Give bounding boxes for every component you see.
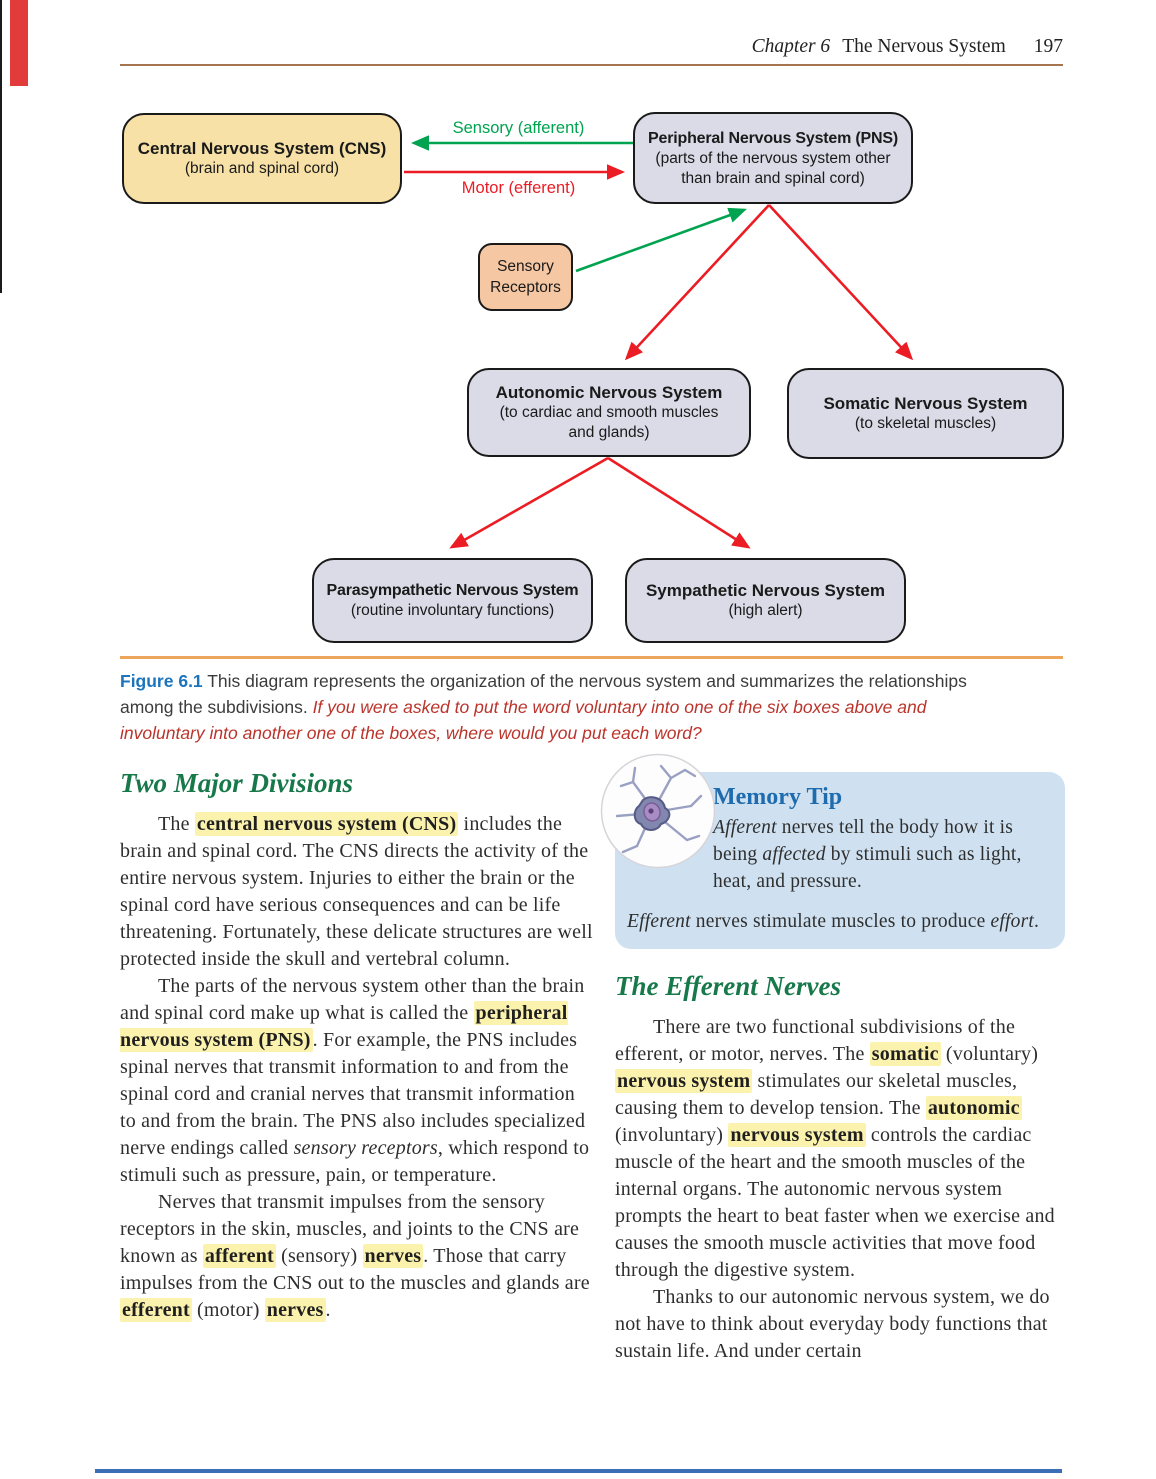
page-number: 197 — [1033, 36, 1063, 57]
scan-artifact-red-tab — [10, 0, 28, 86]
figure-caption: Figure 6.1 This diagram represents the o… — [120, 671, 967, 743]
nervous-system-diagram: Central Nervous System (CNS) (brain and … — [0, 0, 1156, 700]
right-paragraph-1: There are two functional subdivisions of… — [615, 1016, 1055, 1281]
label-sensory-afferent: Sensory (afferent) — [452, 119, 585, 137]
box-somatic-title: Somatic Nervous System — [823, 394, 1028, 413]
box-cns-title: Central Nervous System (CNS) — [137, 139, 387, 158]
memory-tip-paragraph-1: Afferent nerves tell the body how it is … — [713, 817, 1022, 892]
left-paragraph-2: The parts of the nervous system other th… — [120, 975, 590, 1186]
box-sympathetic: Sympathetic Nervous System (high alert) — [625, 558, 906, 643]
arrow-autonomic-to-sympathetic — [607, 456, 751, 549]
scan-artifact-bottom-rule — [95, 1469, 1062, 1473]
box-autonomic: Autonomic Nervous System (to cardiac and… — [467, 368, 751, 457]
box-cns: Central Nervous System (CNS) (brain and … — [122, 113, 402, 204]
chapter-label: Chapter 6 — [751, 36, 831, 57]
box-sensory-receptors-label: Sensory Receptors — [490, 258, 561, 296]
box-sympathetic-title: Sympathetic Nervous System — [645, 581, 886, 600]
memory-tip-heading: Memory Tip — [713, 784, 843, 810]
box-somatic: Somatic Nervous System (to skeletal musc… — [787, 368, 1064, 459]
header-rule — [120, 64, 1063, 66]
chapter-title: The Nervous System — [842, 36, 1006, 57]
neuron-icon — [599, 752, 717, 870]
label-motor-efferent: Motor (efferent) — [461, 179, 576, 197]
memory-tip-paragraph-2: Efferent nerves stimulate muscles to pro… — [627, 911, 1040, 932]
box-parasympathetic-title: Parasympathetic Nervous System — [326, 582, 579, 599]
arrow-autonomic-to-parasympathetic — [449, 456, 609, 549]
box-parasympathetic: Parasympathetic Nervous System (routine … — [312, 558, 593, 643]
arrow-pns-to-autonomic — [624, 204, 770, 361]
scan-artifact-left-line — [0, 0, 2, 293]
figure-rule — [120, 656, 1063, 659]
heading-efferent-nerves: The Efferent Nerves — [615, 971, 841, 1001]
box-somatic-subtitle: (to skeletal muscles) — [854, 415, 997, 432]
diagram-arrows — [404, 135, 914, 549]
arrow-pns-to-somatic — [768, 204, 914, 361]
left-column: Two Major Divisions The central nervous … — [120, 768, 594, 1324]
left-paragraph-3: Nerves that transmit impulses from the s… — [120, 1191, 590, 1322]
right-column: Memory Tip Afferent nerves tell the body… — [600, 753, 1065, 1365]
heading-two-major-divisions: Two Major Divisions — [120, 768, 354, 798]
arrow-receptors-to-pns — [575, 207, 747, 273]
left-paragraph-1: The central nervous system (CNS) include… — [120, 812, 593, 970]
box-autonomic-subtitle: (to cardiac and smooth muscles and gland… — [499, 404, 719, 441]
box-autonomic-title: Autonomic Nervous System — [495, 383, 723, 402]
right-paragraph-2: Thanks to our autonomic nervous system, … — [615, 1286, 1050, 1362]
box-pns-title: Peripheral Nervous System (PNS) — [648, 129, 898, 147]
box-pns-subtitle: (parts of the nervous system other than … — [655, 149, 891, 187]
box-sensory-receptors: Sensory Receptors — [478, 243, 573, 311]
page-header: Chapter 6 The Nervous System 197 — [752, 36, 1063, 58]
memory-tip-box: Memory Tip Afferent nerves tell the body… — [600, 753, 1065, 949]
box-sympathetic-subtitle: (high alert) — [728, 602, 803, 619]
box-parasympathetic-subtitle: (routine involuntary functions) — [350, 602, 555, 619]
box-pns: Peripheral Nervous System (PNS) (parts o… — [633, 112, 913, 204]
box-cns-subtitle: (brain and spinal cord) — [184, 160, 340, 177]
